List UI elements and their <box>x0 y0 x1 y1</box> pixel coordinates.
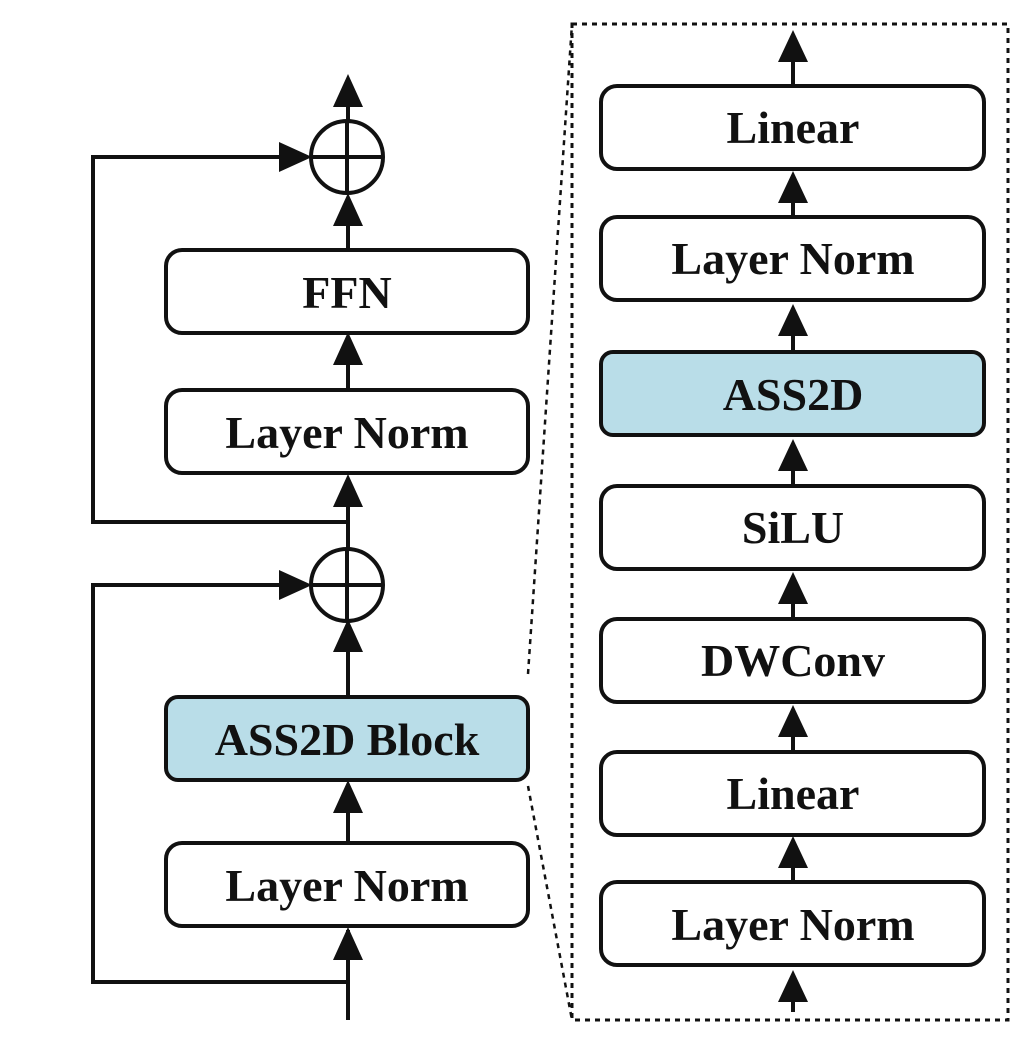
right-block: Linear Layer Norm ASS2D SiLU DWConv Line… <box>599 30 986 1012</box>
arrowhead <box>279 142 312 172</box>
ass2d-block-box: ASS2D Block <box>164 695 530 782</box>
arrowhead <box>778 439 808 471</box>
layer-norm-label: Layer Norm <box>225 407 468 458</box>
dwconv-box: DWConv <box>599 617 986 704</box>
layer-norm-label: Layer Norm <box>671 899 914 950</box>
linear-label: Linear <box>727 102 860 153</box>
arrowhead <box>333 74 363 107</box>
silu-label: SiLU <box>742 502 844 553</box>
layer-norm-box-right-bottom: Layer Norm <box>599 880 986 967</box>
linear-label: Linear <box>727 768 860 819</box>
ass2d-label: ASS2D <box>723 369 864 420</box>
linear-box-top: Linear <box>599 84 986 171</box>
arrowhead <box>778 970 808 1002</box>
residual-connection-lower <box>91 583 348 984</box>
left-arrowheads <box>279 74 363 960</box>
arrowhead <box>333 927 363 960</box>
arrowhead <box>778 836 808 868</box>
ffn-box: FFN <box>164 248 530 335</box>
layer-norm-box-left-top: Layer Norm <box>164 388 530 475</box>
dwconv-label: DWConv <box>701 635 885 686</box>
detail-frame <box>570 22 1010 1022</box>
ass2d-block-label: ASS2D Block <box>215 714 480 765</box>
ffn-label: FFN <box>302 267 391 318</box>
left-block <box>91 100 350 1020</box>
add-operator-lower <box>309 547 385 623</box>
layer-norm-box-left-bottom: Layer Norm <box>164 841 530 928</box>
add-operator-upper <box>309 119 385 195</box>
layer-norm-label: Layer Norm <box>225 860 468 911</box>
arrowhead <box>778 30 808 62</box>
arrowhead <box>333 193 363 226</box>
arrowhead <box>333 619 363 652</box>
layer-norm-label: Layer Norm <box>671 233 914 284</box>
arrowhead <box>333 780 363 813</box>
arrowhead <box>778 572 808 604</box>
arrowhead <box>778 304 808 336</box>
silu-box: SiLU <box>599 484 986 571</box>
arrowhead <box>279 570 312 600</box>
ass2d-box: ASS2D <box>599 350 986 437</box>
arrowhead <box>778 705 808 737</box>
arrowhead <box>333 332 363 365</box>
residual-connection-upper <box>91 155 348 524</box>
arrowhead <box>778 171 808 203</box>
arrowhead <box>333 474 363 507</box>
zoom-connector <box>526 23 574 1021</box>
layer-norm-box-right-top: Layer Norm <box>599 215 986 302</box>
linear-box-bottom: Linear <box>599 750 986 837</box>
